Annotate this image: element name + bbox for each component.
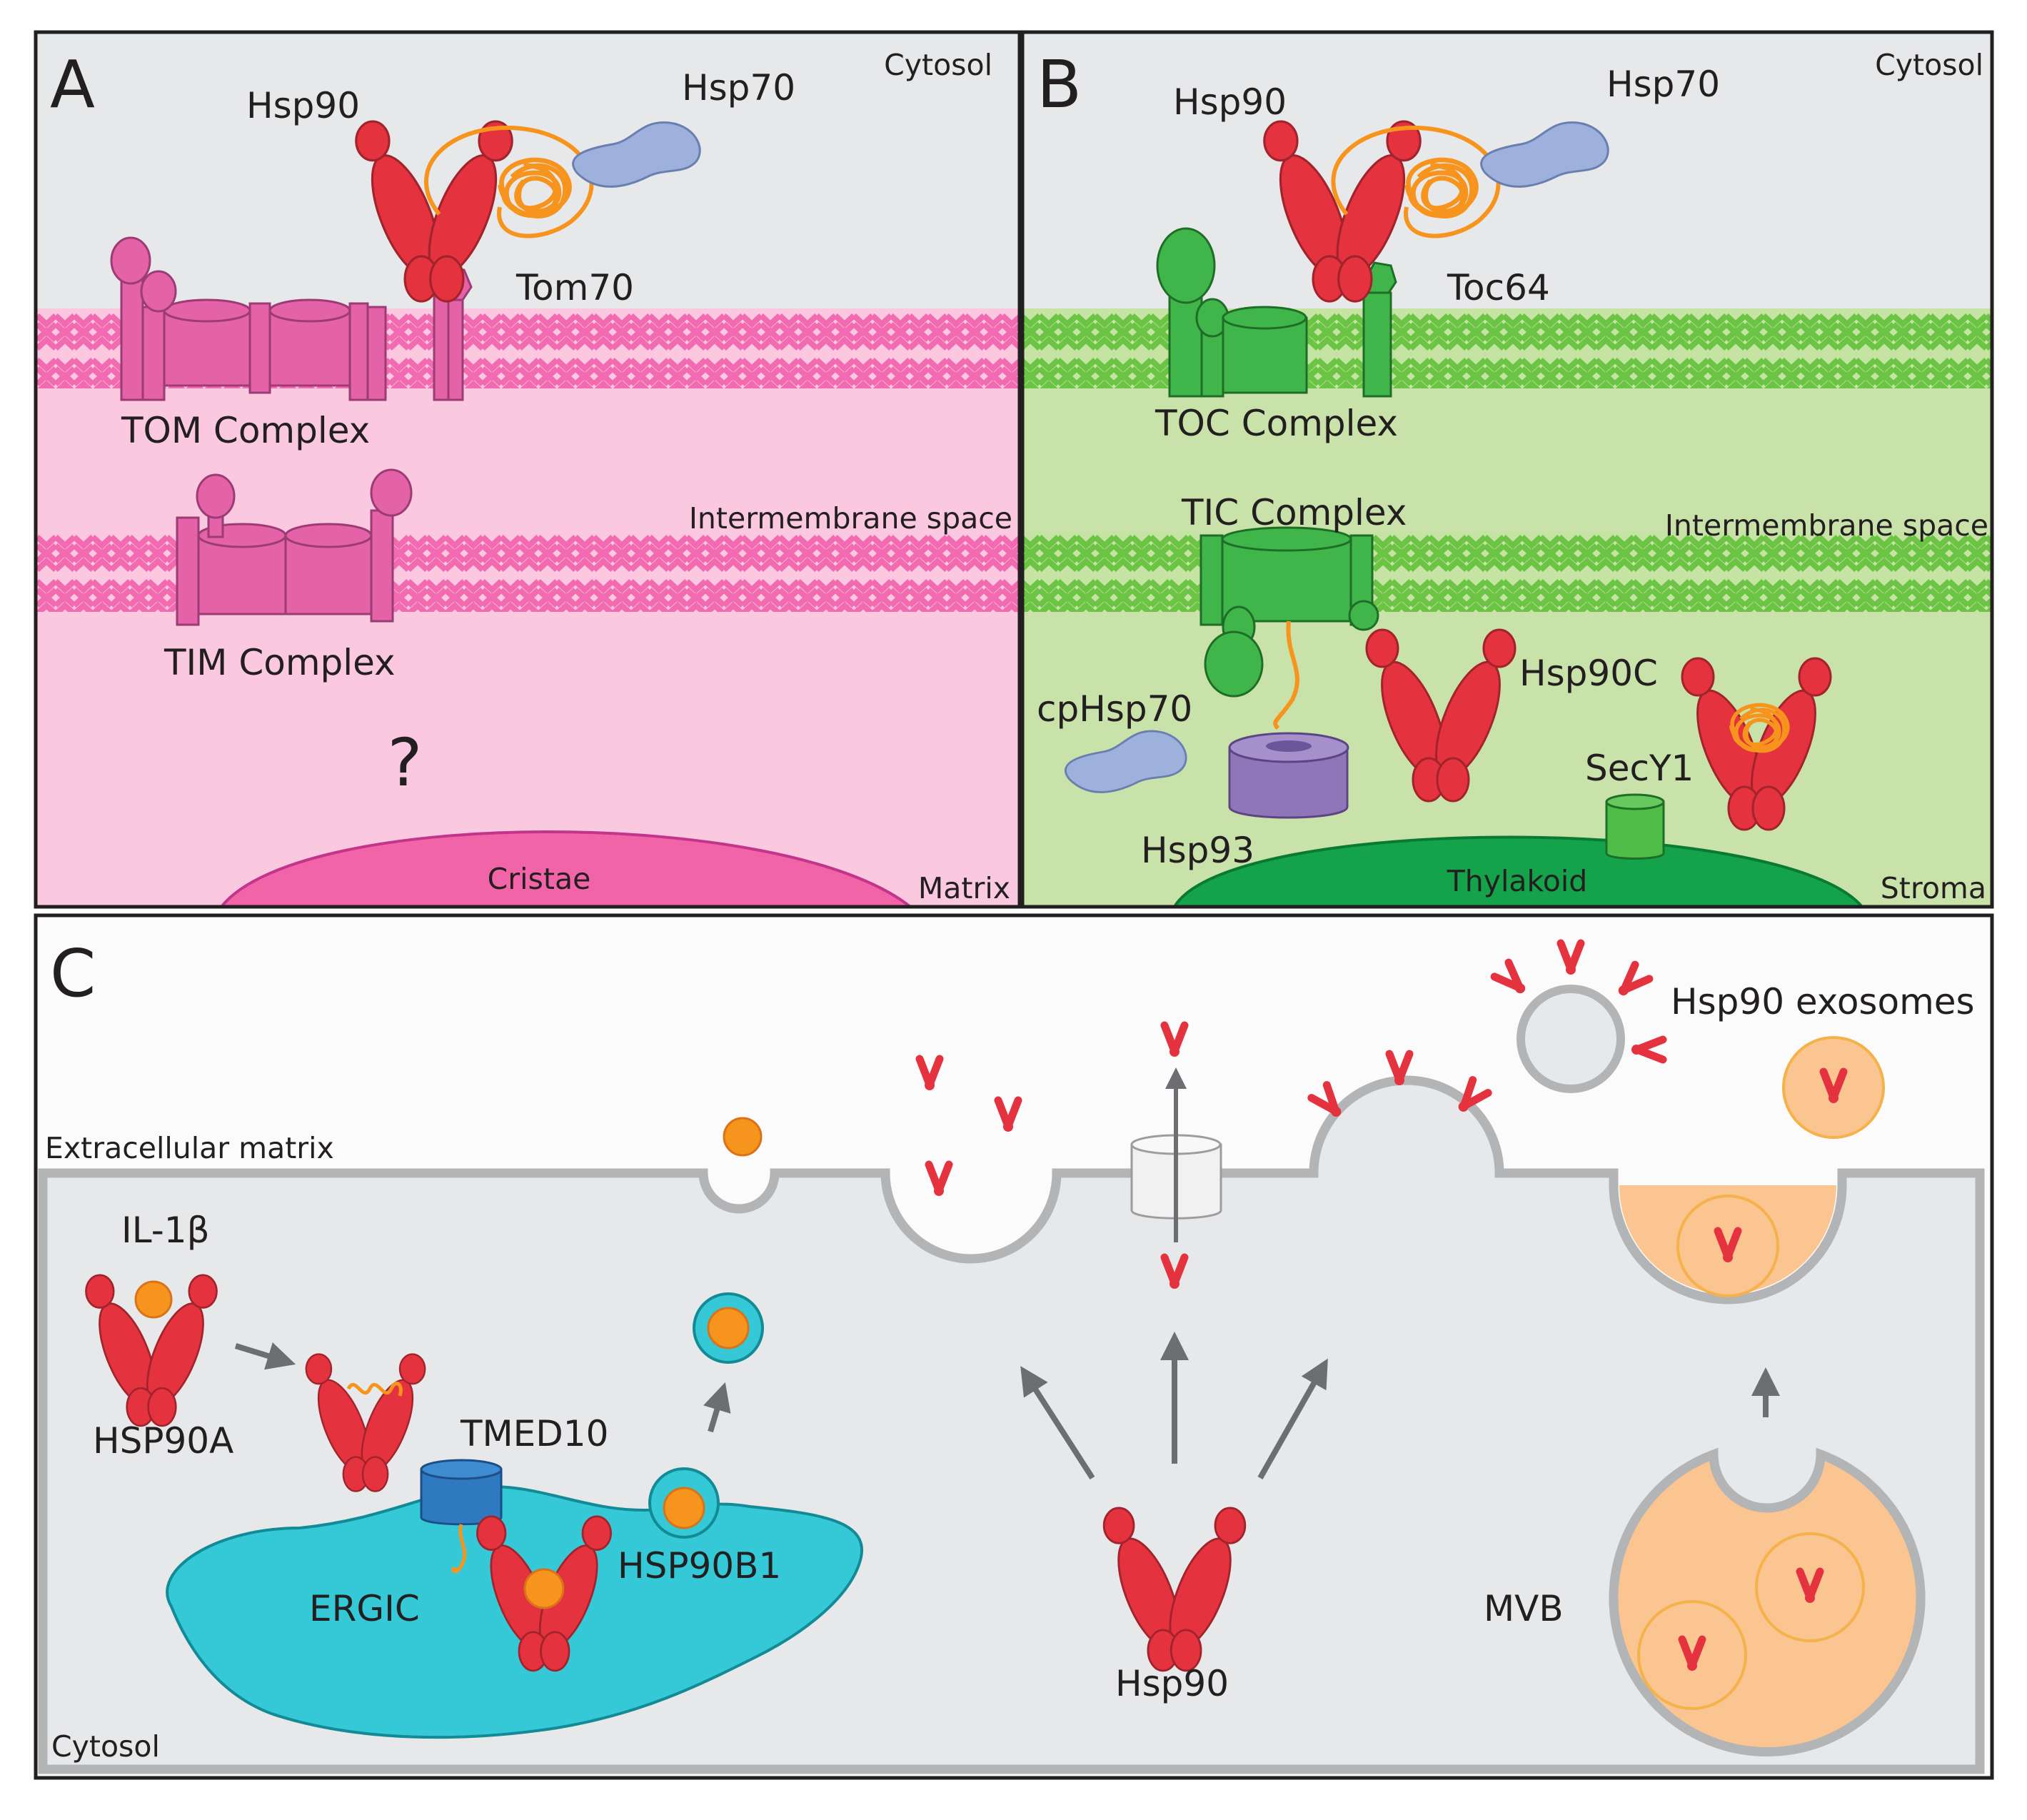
unfolded-il1b	[346, 1382, 403, 1397]
translocating-il1b	[451, 1524, 467, 1574]
label-hsp93: Hsp93	[1141, 830, 1254, 871]
label-unknown: ?	[388, 725, 423, 801]
label-hsp90c: Hsp90C	[1519, 653, 1658, 694]
tim-complex	[176, 468, 413, 626]
label-tom-complex: TOM Complex	[121, 410, 370, 451]
hsp90-exosome	[1517, 985, 1625, 1093]
label-hsp90: Hsp90	[246, 85, 360, 126]
label-hsp90b1: HSP90B1	[618, 1545, 781, 1587]
panel-c: C Hsp90 exosomes Extracellular matrix IL…	[36, 915, 1992, 1778]
label-stroma: Stroma	[1881, 871, 1986, 905]
panel-a: A Cytosol Hsp90 Hsp70 Tom70 TOM Complex …	[36, 32, 1020, 908]
released-il1b	[723, 1117, 763, 1157]
label-cphsp70: cpHsp70	[1037, 688, 1192, 730]
label-tmed10: TMED10	[460, 1413, 608, 1454]
panel-frames	[34, 30, 1994, 1780]
label-hsp90-b: Hsp90	[1173, 81, 1287, 123]
toc-complex	[1156, 227, 1397, 398]
label-hsp70: Hsp70	[682, 67, 795, 109]
label-hsp90-exosomes: Hsp90 exosomes	[1671, 981, 1975, 1022]
tic-complex	[1199, 526, 1379, 698]
secretory-vesicle-cargo	[707, 1307, 750, 1349]
panel-b: B Cytosol Hsp90 Hsp70 Toc64 TOC Complex …	[1022, 32, 1992, 908]
label-hsp90a: HSP90A	[93, 1420, 233, 1462]
panel-letter-a: A	[50, 46, 95, 123]
label-mvb: MVB	[1484, 1588, 1564, 1629]
secy1	[1605, 793, 1665, 860]
label-intermembrane-space-b: Intermembrane space	[1665, 508, 1988, 543]
translocating-client	[1273, 620, 1299, 730]
arrow-to-unfolded	[234, 1342, 296, 1370]
label-tom70: Tom70	[515, 267, 634, 308]
arrow-right	[1257, 1358, 1328, 1479]
label-secy1: SecY1	[1585, 748, 1694, 789]
label-intermembrane-space: Intermembrane space	[689, 501, 1012, 536]
hsp93	[1228, 732, 1349, 819]
outer-chloroplast-membrane	[1022, 308, 1992, 388]
label-il1b: IL-1β	[121, 1210, 210, 1251]
label-toc-complex: TOC Complex	[1155, 403, 1398, 444]
budding-vesicle-cargo	[663, 1487, 705, 1529]
thylakoid-shape	[1172, 835, 1866, 908]
inner-chloroplast-membrane	[1022, 532, 1992, 612]
label-hsp90: Hsp90	[1115, 1663, 1229, 1704]
label-ergic: ERGIC	[309, 1588, 420, 1629]
arrow-left	[1020, 1366, 1095, 1480]
label-tim-complex: TIM Complex	[164, 642, 396, 683]
label-tic-complex: TIC Complex	[1181, 492, 1407, 533]
panel-letter-b: B	[1037, 46, 1082, 123]
label-extracellular-matrix: Extracellular matrix	[45, 1131, 334, 1165]
tmed10-channel	[420, 1459, 503, 1526]
cristae-shape	[218, 830, 915, 908]
label-hsp70-b: Hsp70	[1606, 64, 1720, 105]
label-matrix: Matrix	[918, 871, 1010, 905]
hsp90b1-cargo	[523, 1568, 565, 1609]
label-cristae: Cristae	[488, 862, 591, 896]
il1b-cargo	[134, 1280, 173, 1319]
label-toc64: Toc64	[1447, 267, 1550, 308]
panel-letter-c: C	[50, 935, 96, 1012]
label-thylakoid: Thylakoid	[1447, 864, 1588, 898]
label-cytosol-b: Cytosol	[1875, 48, 1983, 82]
label-cytosol-c: Cytosol	[51, 1729, 160, 1764]
arrow-vesicle-up	[703, 1382, 731, 1433]
label-cytosol: Cytosol	[884, 48, 992, 82]
